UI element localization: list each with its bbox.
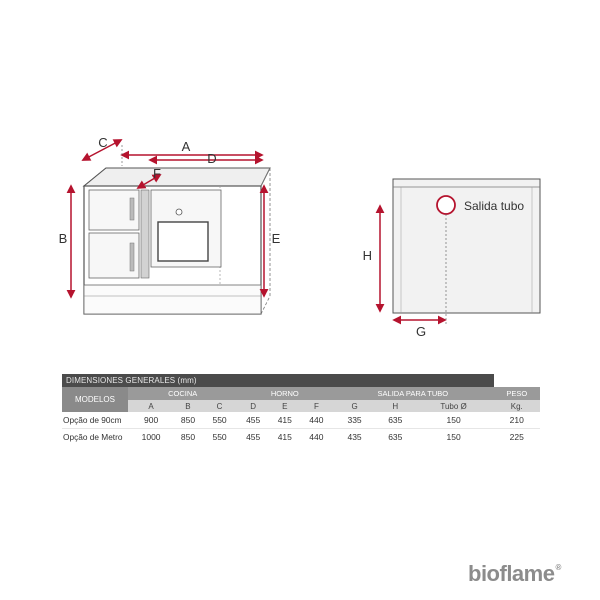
cell-c: 550 [203, 428, 236, 445]
bioflame-logo: bioflame® [468, 561, 561, 587]
label-c: C [98, 135, 107, 150]
cell-f: 440 [309, 415, 324, 425]
flue-outlet-circle [436, 195, 456, 215]
front-dimension-labels: A B C D E F [59, 135, 281, 246]
cell-tubo: 150 [415, 428, 492, 445]
cell-h: 635 [388, 415, 403, 425]
stove-front-view [82, 167, 271, 315]
cell-g: 435 [334, 428, 375, 445]
cell-c: 550 [212, 415, 227, 425]
cell-g: 335 [347, 415, 362, 425]
label-f: F [153, 166, 161, 181]
dimension-diagram: A B C D E F H G Salida tubo [59, 135, 541, 339]
group-cocina: COCINA [130, 387, 236, 400]
cell-f: 440 [300, 428, 333, 445]
cell-kg: 225 [493, 428, 540, 445]
model-name: Opção de 90cm [63, 415, 122, 425]
stove-back-view [392, 178, 541, 314]
front-dimension-lines [66, 139, 269, 299]
cell-b: 850 [172, 428, 204, 445]
label-b: B [59, 231, 68, 246]
table-row: Opção de 90cm 900 850 550 455 415 440 33… [62, 412, 540, 429]
group-peso: PESO [493, 387, 540, 400]
subheader-h: H [374, 400, 416, 412]
label-d: D [207, 151, 216, 166]
cell-tubo: 150 [446, 415, 461, 425]
table-title: DIMENSIONES GENERALES (mm) [62, 374, 494, 387]
cell-kg: 210 [509, 415, 524, 425]
cell-e: 415 [277, 415, 292, 425]
flue-label: Salida tubo [464, 199, 524, 213]
dimensions-table: DIMENSIONES GENERALES (mm) MODELOS COCIN… [62, 374, 540, 445]
subheader-g: G [334, 400, 375, 412]
cell-a: 1000 [130, 428, 173, 445]
side-dimension-labels: H G Salida tubo [363, 199, 525, 339]
models-header: MODELOS [62, 387, 128, 412]
subheader-f: F [300, 400, 333, 412]
label-e: E [272, 231, 281, 246]
table-row: Opção de Metro 1000 850 550 455 415 440 … [62, 428, 540, 445]
subheader-d: D [237, 400, 269, 412]
cell-h: 635 [374, 428, 416, 445]
group-horno: HORNO [237, 387, 333, 400]
subheader-b: B [172, 400, 204, 412]
side-dimension-lines [375, 204, 447, 325]
label-a: A [182, 139, 191, 154]
group-salida: SALIDA PARA TUBO [334, 387, 492, 400]
registered-mark: ® [555, 563, 561, 572]
model-name: Opção de Metro [62, 428, 128, 445]
label-g: G [416, 324, 426, 339]
subheader-e: E [268, 400, 301, 412]
subheader-c: C [203, 400, 236, 412]
label-h: H [363, 248, 372, 263]
subheader-tubo: Tubo Ø [415, 400, 492, 412]
brand-name: bioflame [468, 561, 555, 586]
subheader-kg: Kg. [493, 400, 540, 412]
subheader-a: A [130, 400, 173, 412]
cell-d: 455 [246, 415, 261, 425]
cell-a: 900 [143, 415, 159, 425]
cell-b: 850 [180, 415, 196, 425]
cell-d: 455 [237, 428, 269, 445]
cell-e: 415 [268, 428, 301, 445]
